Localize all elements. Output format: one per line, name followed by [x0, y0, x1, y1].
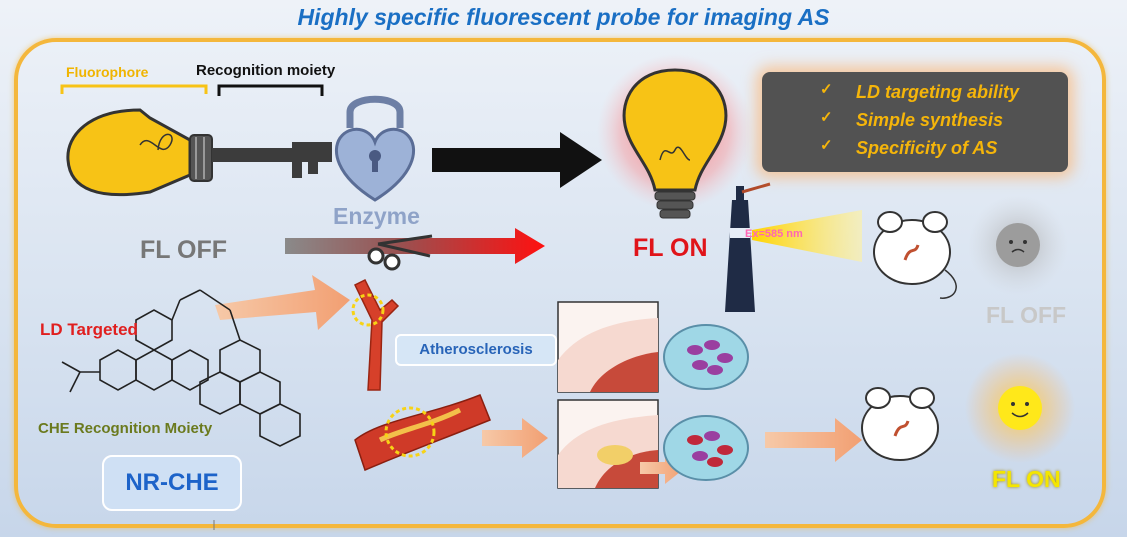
che-recognition-label: CHE Recognition Moiety — [38, 420, 213, 437]
plaque-vessel-icon — [354, 394, 491, 472]
mouse-icon-2 — [861, 387, 939, 461]
salmon-arrow-2 — [482, 418, 548, 458]
salmon-arrow-1 — [215, 275, 350, 330]
atherosclerosis-badge: Atherosclerosis — [395, 334, 557, 366]
molecule-structure — [61, 289, 301, 447]
feature-item: Specificity of AS — [856, 138, 998, 158]
tissue-section-normal — [557, 301, 659, 393]
tissue-section-plaque — [557, 399, 659, 489]
fl-off-label-2: FL OFF — [986, 302, 1067, 328]
recognition-bracket — [217, 84, 324, 96]
enzyme-label: Enzyme — [333, 203, 420, 229]
imaging-device-icon — [725, 182, 771, 312]
excitation-label: Ex=585 nm — [745, 228, 803, 240]
dim-star-icon — [968, 195, 1068, 295]
feature-item: Simple synthesis — [856, 110, 1004, 130]
check-icon: ✓ — [820, 137, 833, 154]
cell-dish-2 — [663, 415, 749, 481]
key-icon — [212, 142, 332, 178]
bright-sun-icon — [965, 353, 1075, 463]
check-icon: ✓ — [820, 81, 833, 98]
features-box — [762, 72, 1068, 172]
bulb-off-icon — [66, 108, 213, 197]
black-arrow-icon — [432, 132, 602, 188]
mouse-icon-1 — [873, 211, 957, 299]
ld-targeted-label: LD Targeted — [40, 320, 138, 339]
fluorophore-label: Fluorophore — [66, 64, 149, 80]
fl-on-label-1: FL ON — [633, 234, 708, 262]
fl-on-label-2: FL ON — [992, 466, 1061, 492]
artery-icon — [351, 278, 400, 391]
salmon-arrow-4 — [765, 418, 862, 462]
cell-dish-1 — [663, 324, 749, 390]
outer-frame — [14, 38, 1106, 528]
cleavage-arrow-icon — [285, 228, 545, 264]
figure-title: Highly specific fluorescent probe for im… — [297, 4, 830, 30]
light-beam-icon — [752, 210, 862, 262]
probe-name-badge: NR-CHE — [102, 455, 242, 511]
scissors-icon — [367, 234, 433, 271]
fluorophore-bracket — [60, 84, 208, 94]
feature-item: LD targeting ability — [856, 82, 1020, 102]
recognition-moiety-label: Recognition moiety — [196, 62, 336, 79]
bulb-on-icon — [597, 54, 753, 219]
lock-icon — [334, 95, 416, 202]
check-icon: ✓ — [820, 109, 833, 126]
fl-off-label-1: FL OFF — [140, 236, 228, 264]
